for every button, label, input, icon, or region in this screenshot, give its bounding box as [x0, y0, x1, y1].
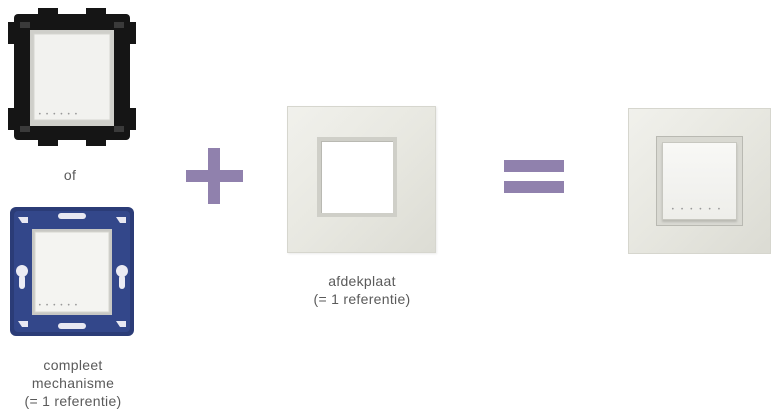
mechanism-caption-line-3: (= 1 referentie): [24, 393, 122, 409]
rocker-indicator-dots: • • • • • •: [671, 206, 722, 213]
cover-plate-caption-line-1: afdekplaat: [328, 273, 396, 289]
cover-plate-image: [287, 106, 436, 253]
assembled-switch-frame: • • • • • •: [656, 136, 743, 226]
assembled-switch-image: • • • • • •: [628, 108, 771, 254]
cover-plate-opening: [317, 137, 397, 217]
svg-text:• • • • • •: • • • • • •: [38, 111, 78, 118]
svg-text:• • • • • •: • • • • • •: [38, 302, 78, 309]
equals-top-bar: [504, 160, 564, 172]
mechanism-caption-line-1: compleet: [43, 357, 103, 373]
or-label: of: [63, 167, 77, 183]
mechanism-caption-line-2: mechanisme: [31, 375, 115, 391]
plus-horizontal-bar: [186, 170, 243, 182]
equals-bottom-bar: [504, 181, 564, 193]
assembled-switch-rocker: • • • • • •: [662, 142, 737, 220]
mechanism-blue-frame-image: • • • • • •: [8, 205, 136, 338]
mechanism-caption: compleet mechanisme (= 1 referentie): [0, 356, 146, 410]
mechanism-black-frame-image: • • • • • •: [8, 8, 136, 146]
cover-plate-caption: afdekplaat (= 1 referentie): [286, 272, 438, 308]
cover-plate-caption-line-2: (= 1 referentie): [313, 291, 411, 307]
